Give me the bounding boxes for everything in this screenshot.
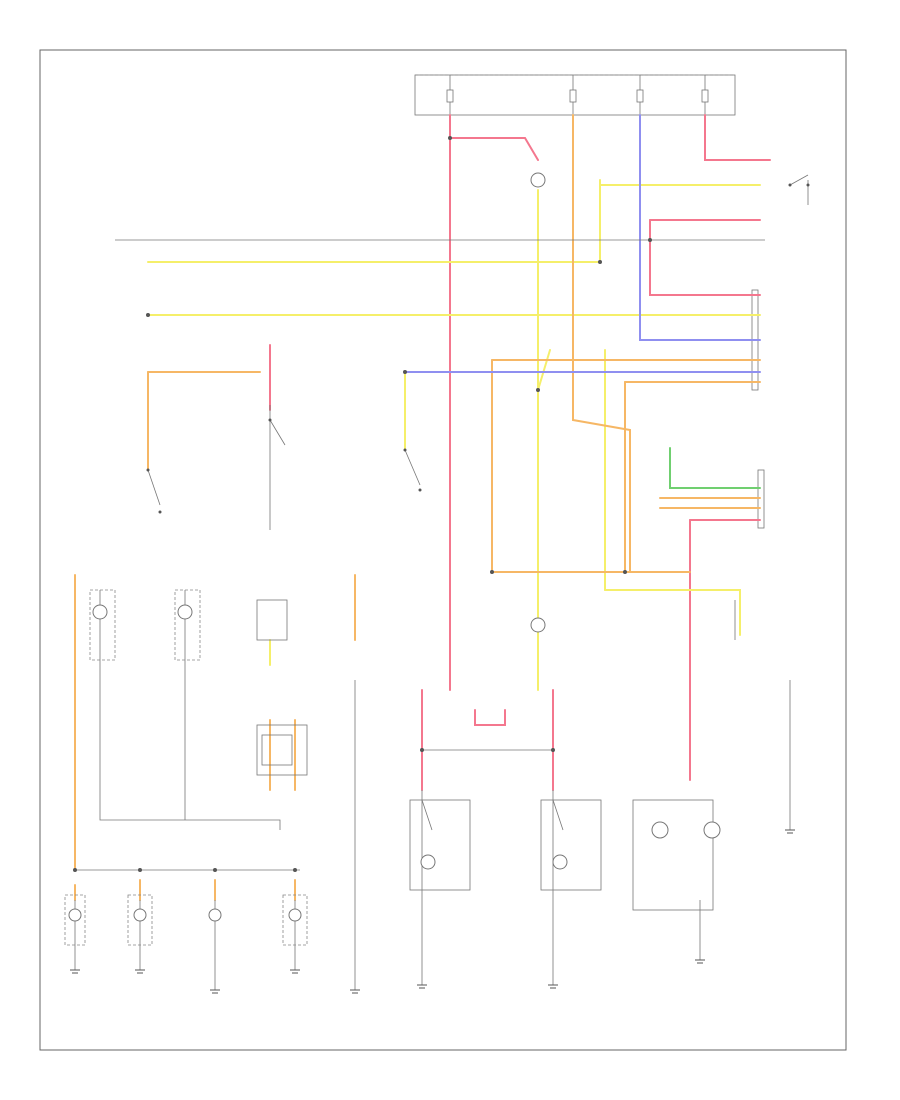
fuse-3 — [636, 75, 644, 115]
switch-top-right — [788, 174, 810, 187]
lamp-assembly-bottom-right — [632, 799, 721, 911]
ground-symbols — [70, 829, 795, 994]
lamp-assembly-right — [540, 799, 602, 891]
junction-dots — [73, 136, 652, 872]
bulb-middle-center — [530, 617, 546, 633]
diagram-border — [39, 49, 847, 1051]
lamp-bottom-1 — [64, 894, 86, 946]
wire-red — [269, 114, 771, 791]
switch-door — [403, 448, 422, 492]
wire-orange — [74, 114, 761, 901]
lamp-assembly-left — [409, 799, 471, 891]
lamp-bottom-3 — [208, 908, 222, 922]
fuse-panel — [414, 74, 736, 116]
fuse-2 — [569, 75, 577, 115]
fuse-1 — [446, 75, 454, 115]
wire-yellow — [147, 179, 761, 691]
switch-center-left — [268, 418, 286, 446]
lamp-module-left-2 — [174, 589, 201, 661]
fuse-panel-box — [414, 74, 736, 116]
wire-black — [74, 180, 809, 990]
module-center-left — [256, 599, 308, 776]
bulb-top-center — [530, 172, 546, 188]
wire-green — [669, 447, 761, 489]
lamp-bottom-4 — [282, 894, 308, 946]
lamp-module-left-1 — [89, 589, 116, 661]
wire-blue — [404, 114, 761, 373]
fuse-4 — [701, 75, 709, 115]
lamp-bottom-2 — [127, 894, 153, 946]
switch-left — [146, 468, 162, 514]
